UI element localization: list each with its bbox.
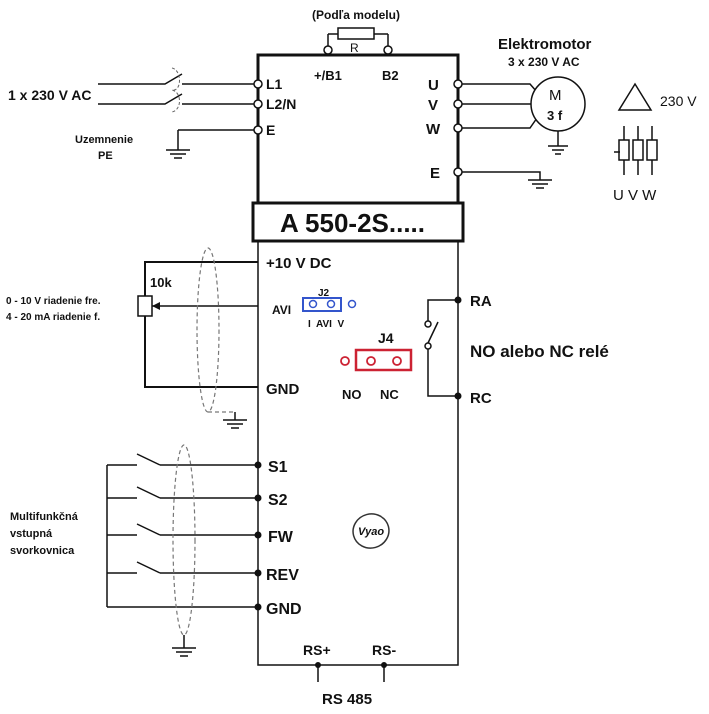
delta-icon (617, 82, 653, 111)
relay-contact-top (424, 320, 432, 328)
vyao-logo: Vyao (352, 513, 390, 549)
motor-symbol-m: M (549, 87, 562, 104)
resistor-label: R (350, 41, 359, 55)
j2-pin-v (347, 299, 357, 309)
relay-wire-bottom (427, 348, 458, 397)
j2-pins-label: I AVI V (308, 319, 344, 330)
pot-wire-bottom (144, 316, 258, 388)
ground-symbol-analog (223, 419, 247, 429)
j4-label: J4 (378, 330, 394, 346)
j2-pin-i (308, 299, 318, 309)
terminal-e-right (453, 167, 463, 177)
pot-wire-top (144, 261, 258, 296)
ground-symbol-inverter (528, 179, 552, 189)
terminal-gnd-analog-label: GND (266, 381, 300, 398)
terminal-rs-plus-label: RS+ (303, 642, 331, 658)
j2-jumper (302, 297, 342, 312)
model-box (251, 201, 465, 243)
j2-pin-avi (326, 299, 336, 309)
shield-digital (172, 444, 196, 636)
j4-pin-nc (392, 356, 402, 366)
terminal-w-label: W (426, 121, 441, 138)
terminal-10v-label: +10 V DC (266, 255, 332, 272)
terminal-b2-label: B2 (382, 68, 399, 83)
breaker-fill-2 (155, 99, 195, 109)
j4-no-label: NO (342, 387, 362, 402)
j4-nc-label: NC (380, 387, 399, 402)
terminal-rc-label: RC (470, 390, 492, 407)
terminal-l2n (253, 99, 263, 109)
breaker-contact-1 (155, 73, 195, 85)
delta-voltage: 230 V (660, 93, 697, 109)
terminal-gnd-digital-label: GND (266, 601, 302, 618)
motor-title: Elektromotor (498, 36, 592, 53)
breaker-fill-1 (155, 79, 195, 89)
pot-value: 10k (150, 275, 172, 290)
motor-wire-w (462, 117, 538, 129)
inverter-ground-wire (462, 171, 541, 180)
terminal-l2n-label: L2/N (266, 96, 296, 112)
terminal-e-left-label: E (266, 122, 275, 138)
terminal-b2 (383, 45, 393, 55)
pot-wiper-arrow (152, 302, 160, 310)
digital-desc-line1: Multifunkčná (10, 511, 79, 523)
terminal-u-label: U (428, 77, 439, 94)
terminal-rev-label: REV (266, 567, 299, 584)
ground-label-line2: PE (98, 150, 113, 162)
digital-desc-line2: vstupná (10, 528, 53, 540)
terminal-e-right-label: E (430, 165, 440, 182)
breaker-contact-2 (155, 93, 195, 105)
relay-contact-bottom (424, 342, 432, 350)
motor-terminal-links (614, 126, 658, 175)
analog-desc-line2: 4 - 20 mA riadenie f. (6, 312, 100, 323)
svg-text:Vyao: Vyao (358, 526, 384, 538)
terminal-s1-label: S1 (268, 459, 288, 476)
resistor-symbol (337, 27, 375, 40)
j2-label: J2 (318, 288, 330, 299)
ground-symbol-digital (172, 647, 196, 657)
model-note: (Podľa modelu) (312, 8, 400, 22)
terminal-s2-label: S2 (268, 492, 288, 509)
j4-pin-no (340, 356, 350, 366)
terminal-w (453, 123, 463, 133)
motor-spec: 3 x 230 V AC (508, 55, 580, 69)
digital-input-switches (106, 453, 258, 608)
digital-desc-bg (8, 506, 102, 566)
terminal-avi-label: AVI (272, 303, 291, 317)
analog-desc-line1: 0 - 10 V riadenie fre. (6, 296, 101, 307)
breaker-linkage (171, 67, 180, 113)
potentiometer (137, 295, 153, 317)
relay-blade (427, 321, 439, 344)
terminal-v (453, 99, 463, 109)
ground-label-line1: Uzemnenie (75, 134, 133, 146)
terminal-u (453, 79, 463, 89)
ground-symbol-pe (166, 149, 190, 159)
motor-symbol-phase: 3 f (547, 108, 563, 123)
relay-title: NO alebo NC relé (470, 342, 609, 361)
terminal-ra-label: RA (470, 293, 492, 310)
uvw-label: U V W (613, 187, 657, 204)
supply-label: 1 x 230 V AC (8, 87, 92, 103)
j4-pin-com (366, 356, 376, 366)
digital-desc-line3: svorkovnica (10, 545, 75, 557)
terminal-e-left (253, 125, 263, 135)
terminal-l1-label: L1 (266, 76, 283, 92)
digital-terminal-dots (254, 461, 262, 611)
terminal-v-label: V (428, 97, 438, 114)
ground-symbol-motor (548, 145, 568, 155)
terminal-rs-minus-label: RS- (372, 642, 396, 658)
j4-jumper (354, 348, 413, 372)
terminal-b1-label: +/B1 (314, 68, 342, 83)
inverter-body (257, 204, 459, 666)
rs485-label: RS 485 (322, 691, 372, 708)
terminal-fw-label: FW (268, 529, 294, 546)
motor-wire-u (462, 83, 538, 93)
relay-wire-top (427, 299, 458, 322)
terminal-b1 (323, 45, 333, 55)
terminal-l1 (253, 79, 263, 89)
model-name: A 550-2S..... (280, 208, 425, 238)
